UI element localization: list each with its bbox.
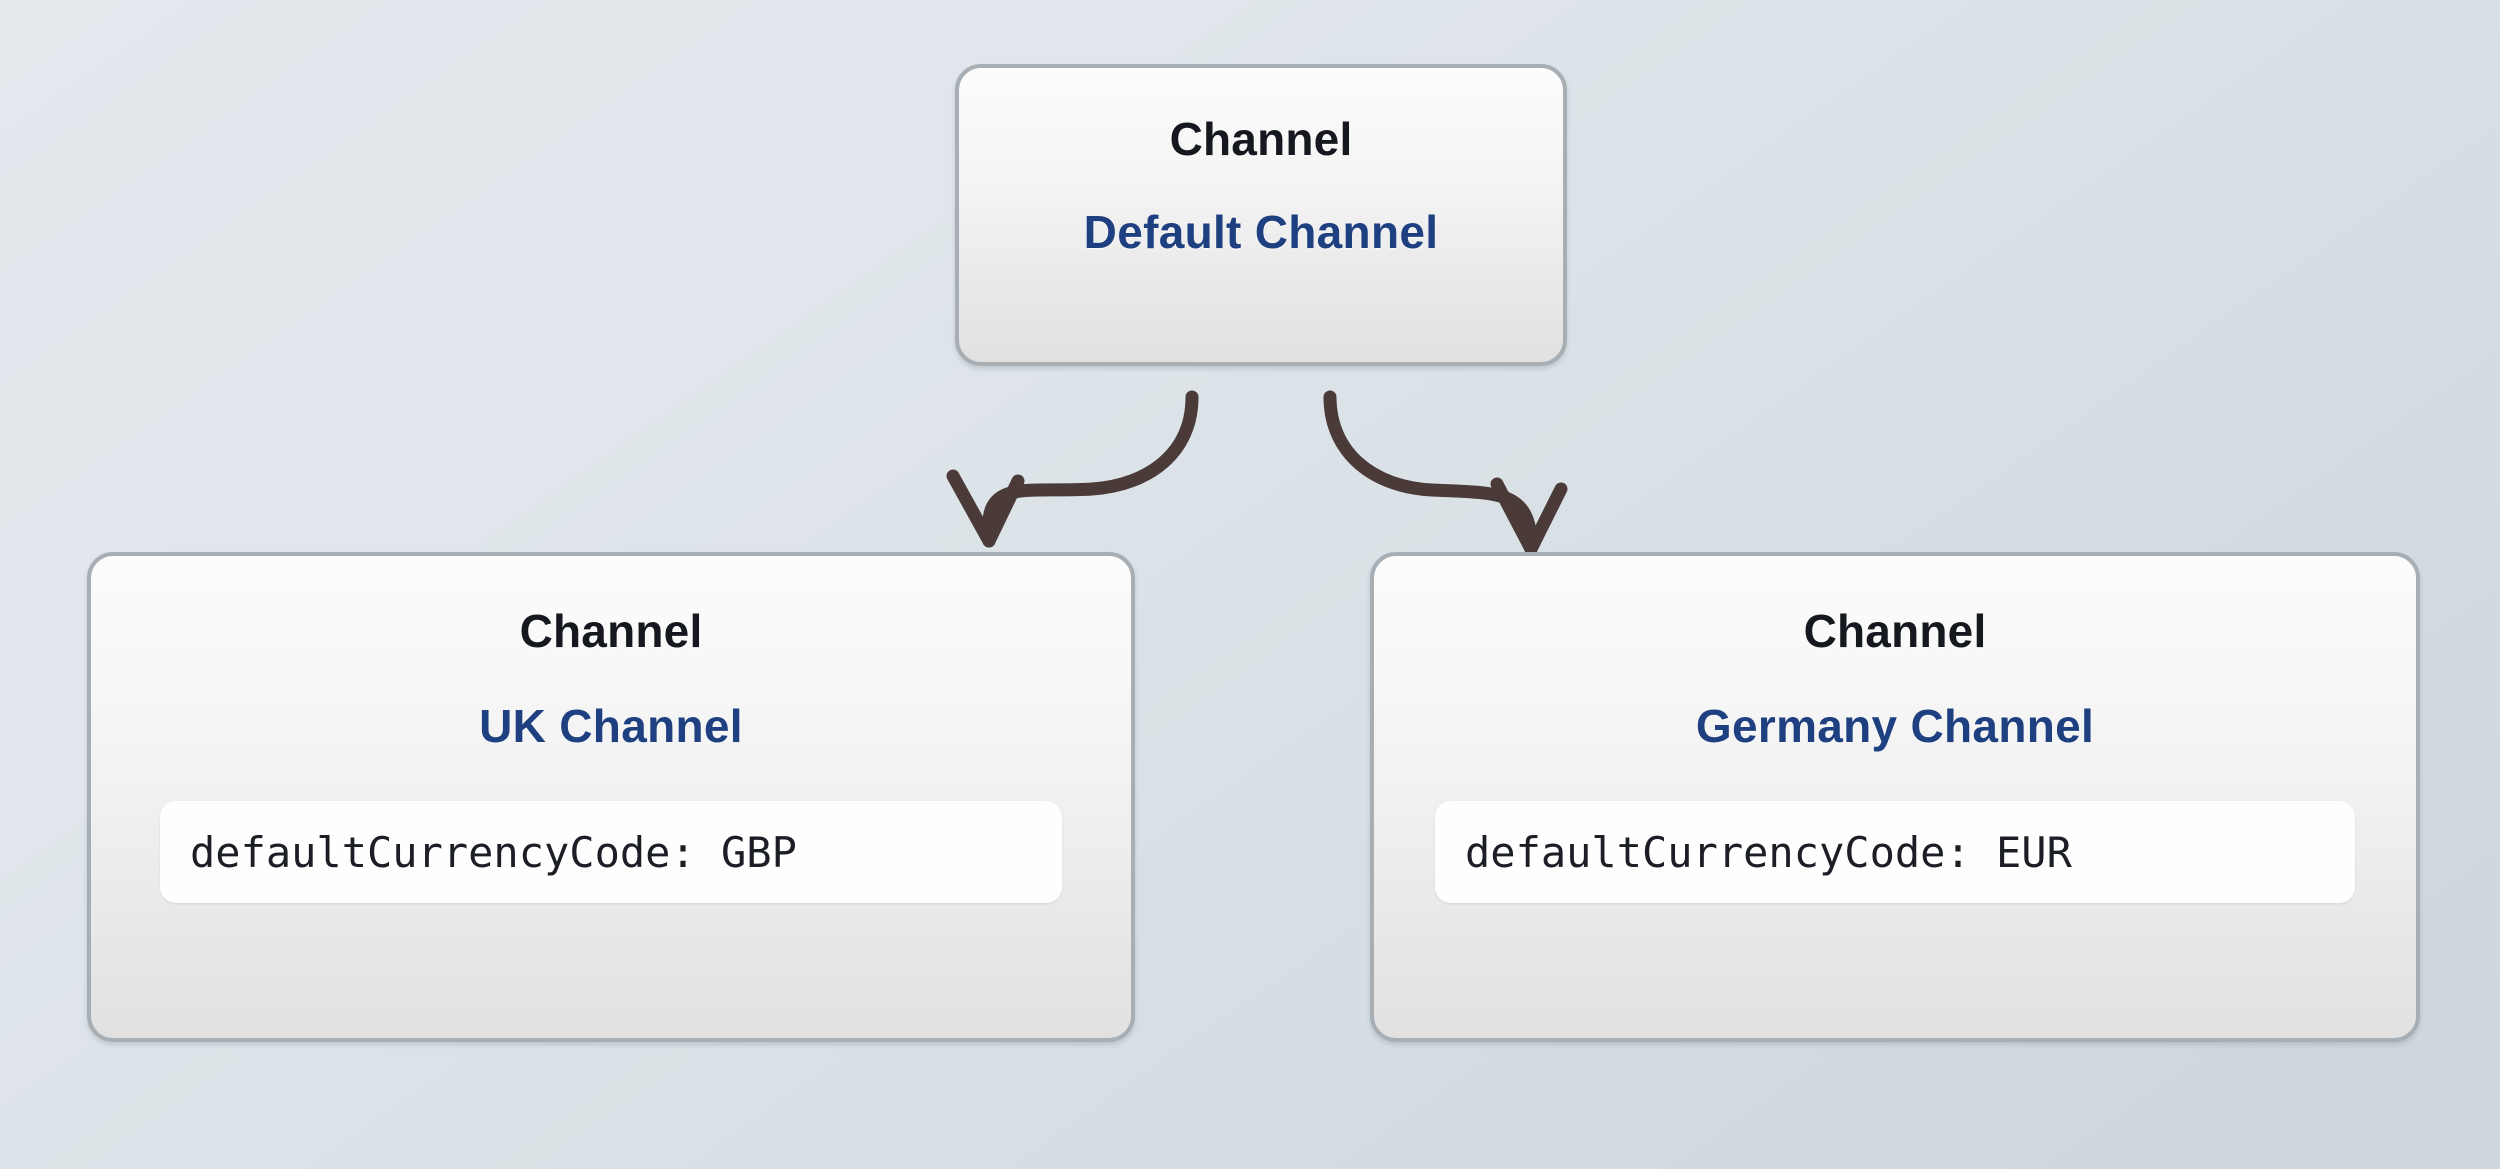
node-name-label: UK Channel	[479, 700, 743, 752]
edge-default-to-uk	[946, 390, 1199, 548]
attribute-pill[interactable]: defaultCurrencyCode: GBP	[160, 801, 1062, 903]
node-type-label: Channel	[1169, 113, 1353, 165]
attribute-pill[interactable]: defaultCurrencyCode: EUR	[1435, 801, 2355, 903]
attribute-text: defaultCurrencyCode: GBP	[190, 827, 797, 877]
attribute-text: defaultCurrencyCode: EUR	[1465, 827, 2072, 877]
node-name-label: Germany Channel	[1695, 700, 2095, 752]
node-type-label: Channel	[519, 605, 703, 657]
node-name-label: Default Channel	[1083, 206, 1439, 258]
node-default-channel[interactable]: Channel Default Channel	[955, 64, 1567, 366]
node-germany-channel[interactable]: Channel Germany Channel defaultCurrencyC…	[1370, 552, 2420, 1042]
edge-default-to-germany	[1323, 390, 1568, 556]
node-type-label: Channel	[1803, 605, 1987, 657]
node-uk-channel[interactable]: Channel UK Channel defaultCurrencyCode: …	[87, 552, 1135, 1042]
